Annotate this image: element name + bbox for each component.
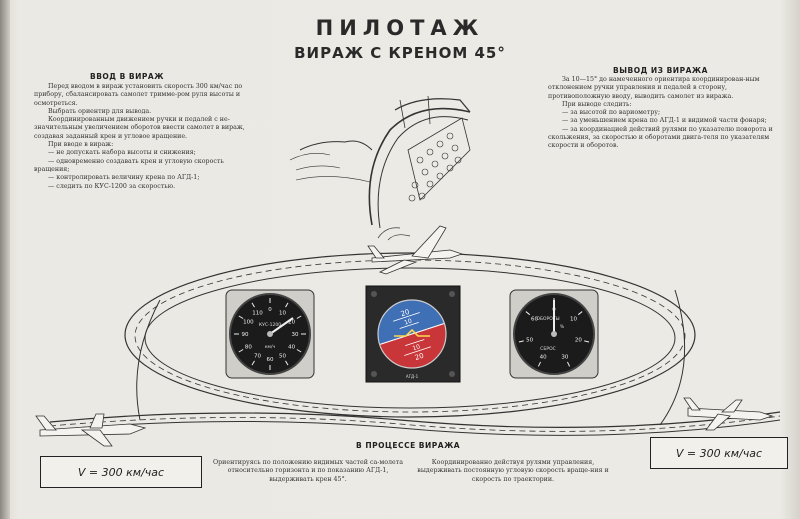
tach-tick-label: 50 [526, 338, 533, 344]
during-text-right: Координированно действуя рулями управлен… [417, 459, 609, 483]
exit-line: — за высотой по вариометру; [562, 109, 661, 117]
tach-tick-mark [525, 311, 531, 316]
airspeed-hub [267, 331, 273, 337]
tach-label-top: ОБОРОТЫ [536, 316, 559, 322]
entry-line: — следить по КУС-1200 за скоростью. [48, 182, 176, 190]
entry-line: — контролировать величину крена по АГД-1… [48, 174, 200, 182]
page-title: ПИЛОТАЖ [315, 16, 485, 40]
entry-line: — одновременно создавать крен и угловую … [34, 157, 224, 173]
exit-line: — за координацией действий рулями по ука… [548, 125, 773, 150]
airspeed-tick-mark [251, 360, 255, 366]
entry-line: Перед вводом в вираж установить скорость… [34, 83, 243, 107]
tach-tick-label: 40 [540, 355, 547, 361]
tach-tick-mark [566, 361, 571, 367]
speed-label-right: V = 300 км/час [650, 437, 788, 469]
airspeed-tick-label: 70 [254, 354, 261, 360]
tach-tick-mark [537, 361, 542, 367]
tach-tick-label: 20 [575, 338, 582, 344]
adi-aircraft-symbol [394, 328, 430, 337]
exit-text: За 10—15° до намеченного ориентира коорд… [548, 76, 780, 151]
tach-tick-label: 30 [561, 355, 568, 361]
exit-line: При выводе следить: [562, 100, 632, 108]
airspeed-unit: км/ч [265, 344, 276, 350]
tach-label-bottom: СБРОС [540, 346, 556, 352]
entry-line: Координированным движением ручки и педал… [34, 116, 245, 140]
tach-tick-mark [577, 311, 583, 316]
airspeed-tick-label: 100 [243, 320, 254, 326]
during-text-left: Ориентируясь по положению видимых частей… [212, 459, 404, 483]
adi-tick: 10 [403, 318, 413, 327]
page-subtitle: ВИРАЖ С КРЕНОМ 45° [294, 44, 506, 62]
aircraft-right-icon [683, 397, 774, 431]
attitude-sky [378, 300, 446, 351]
airspeed-tick-mark [251, 302, 255, 308]
entry-line: — не допускать набора высоты и снижения; [48, 149, 196, 157]
airspeed-tick-label: 90 [242, 332, 249, 338]
airspeed-tick-label: 20 [288, 320, 295, 326]
adi-tick: 20 [400, 308, 411, 318]
airspeed-tick-label: 30 [292, 332, 299, 338]
tach-hub [551, 331, 557, 337]
cockpit-sketch [289, 95, 471, 241]
airspeed-tick-label: 0 [268, 307, 272, 313]
adi-label: АГД-1 [406, 374, 419, 379]
attitude-indicator: 20 10 10 20 АГД-1 [365, 285, 461, 383]
aircraft-top-icon [367, 225, 464, 275]
adi-tick: 20 [414, 352, 425, 362]
tach-tick-label: 10 [570, 316, 577, 322]
airspeed-tick-label: 80 [245, 345, 252, 351]
airspeed-tick-label: 110 [252, 310, 263, 316]
tach-tick-mark [518, 340, 524, 343]
during-heading: В ПРОЦЕССЕ ВИРАЖА [356, 441, 461, 450]
book-spine [0, 0, 10, 519]
airspeed-tick-mark [296, 315, 302, 319]
exit-line: За 10—15° до намеченного ориентира коорд… [548, 76, 760, 100]
tach-tick-mark [584, 340, 590, 343]
airspeed-tick-mark [296, 349, 302, 353]
attitude-ground [378, 316, 446, 368]
airspeed-tick-label: 40 [288, 345, 295, 351]
airspeed-tick-mark [285, 302, 289, 308]
airspeed-needle [269, 317, 294, 335]
airspeed-label: КУС-1200 [259, 322, 281, 328]
airspeed-tick-mark [285, 360, 289, 366]
aircraft-left-icon [35, 413, 147, 447]
speed-label-left: V = 300 км/час [40, 456, 202, 488]
exit-line: — за уменьшением крена по АГД-1 и видимо… [562, 117, 767, 125]
airspeed-tick-label: 10 [279, 310, 286, 316]
exit-heading: ВЫВОД ИЗ ВИРАЖА [613, 66, 708, 75]
adi-tick: 10 [412, 343, 422, 352]
tach-tick-label: 60 [531, 316, 538, 322]
entry-line: При вводе в вираж: [48, 141, 114, 149]
entry-heading: ВВОД В ВИРАЖ [90, 72, 164, 81]
tach-unit: % [560, 324, 565, 330]
airspeed-tick-label: 60 [267, 357, 274, 363]
entry-line: Выбрать ориентир для вывода. [48, 107, 152, 115]
airspeed-tick-label: 50 [279, 354, 286, 360]
airspeed-tick-mark [238, 315, 244, 319]
entry-text: Перед вводом в вираж установить скорость… [34, 83, 260, 191]
airspeed-tick-mark [238, 349, 244, 353]
